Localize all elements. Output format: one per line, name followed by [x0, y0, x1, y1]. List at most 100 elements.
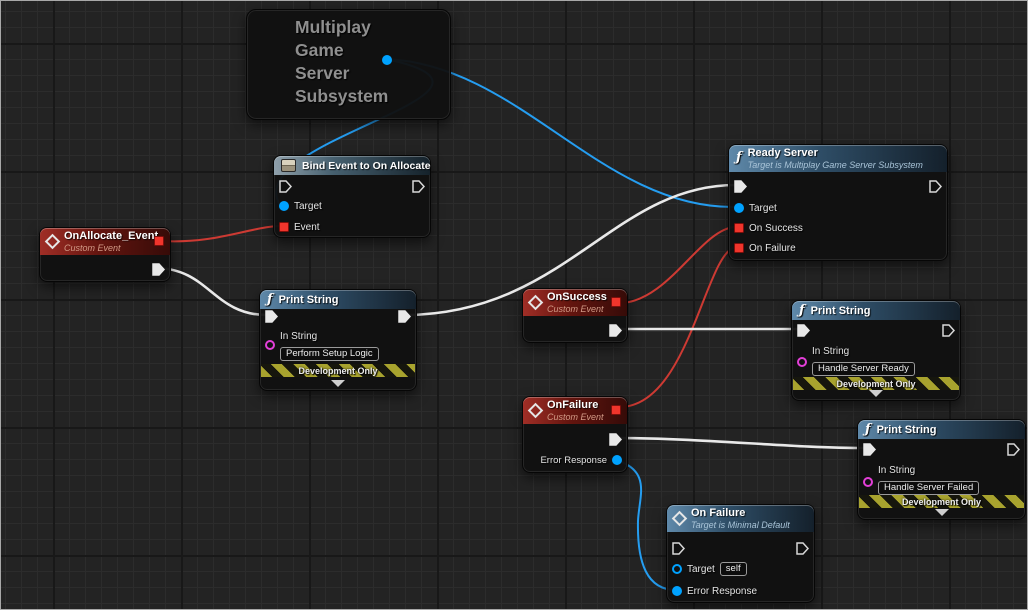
function-icon: ƒ [865, 421, 871, 437]
development-only-label: Development Only [836, 378, 916, 389]
node-subtitle: Custom Event [64, 242, 121, 253]
event-pin-label: Event [294, 221, 320, 233]
function-icon: ƒ [799, 302, 805, 318]
on-success-delegate-pin[interactable] [734, 223, 744, 233]
development-only-band: Development Only [793, 377, 959, 390]
subsystem-title-line: Server [295, 63, 350, 83]
target-pin-label: Target [749, 202, 777, 214]
development-only-label: Development Only [298, 365, 378, 376]
bind-event-icon [281, 159, 296, 172]
function-icon: ƒ [267, 291, 273, 307]
in-string-value-box[interactable]: Perform Setup Logic [280, 347, 379, 361]
node-subtitle: Custom Event [547, 411, 604, 422]
on-failure-callback-header: On Failure Target is Minimal Default [667, 505, 814, 532]
node-title: On Failure [691, 507, 746, 519]
target-pin-label: Target [294, 200, 322, 212]
error-response-label: Error Response [687, 585, 758, 597]
exec-out-pin[interactable] [609, 432, 622, 446]
in-string-pin[interactable] [265, 340, 275, 350]
onfailure-header: OnFailure Custom Event [523, 397, 627, 424]
exec-in-pin[interactable] [734, 179, 747, 193]
exec-out-pin[interactable] [609, 323, 622, 337]
print-string-header: ƒ Print String [260, 290, 416, 309]
exec-out-pin[interactable] [412, 179, 425, 193]
node-subtitle: Custom Event [547, 303, 604, 314]
target-pin[interactable] [672, 564, 682, 574]
node-print-string-1[interactable]: ƒ Print String In String Perform Setup L… [259, 289, 417, 391]
in-string-label: In String [878, 465, 916, 476]
target-pin[interactable] [734, 203, 744, 213]
node-title: OnFailure [547, 399, 599, 411]
expand-arrow-icon[interactable] [331, 380, 345, 387]
expand-arrow-icon[interactable] [934, 509, 949, 516]
delegate-out-pin[interactable] [154, 236, 164, 247]
error-response-pin[interactable] [672, 586, 682, 596]
wire-printstring1-exec-to-readyserver[interactable] [405, 183, 738, 317]
exec-out-pin[interactable] [398, 309, 411, 323]
wire-onallocate-exec-to-printstring1[interactable] [153, 266, 269, 317]
error-response-label: Error Response [540, 454, 607, 466]
ready-server-header: ƒ Ready Server Target is Multiplay Game … [729, 145, 947, 172]
development-only-band: Development Only [261, 364, 415, 377]
node-subtitle: Target is Minimal Default [691, 519, 790, 530]
node-print-string-3[interactable]: ƒ Print String In String Handle Server F… [857, 419, 1026, 520]
exec-out-pin[interactable] [942, 323, 955, 337]
onallocate-header: OnAllocate_Event Custom Event [40, 228, 170, 255]
exec-out-pin[interactable] [152, 262, 165, 276]
development-only-band: Development Only [859, 495, 1024, 508]
subsystem-title-line: Multiplay [295, 17, 371, 37]
node-print-string-2[interactable]: ƒ Print String In String Handle Server R… [791, 300, 961, 401]
in-string-pin[interactable] [863, 477, 873, 487]
subsystem-return-pin[interactable] [382, 55, 392, 65]
node-bind-event-to-on-allocate[interactable]: Bind Event to On Allocate Target Event [273, 155, 431, 238]
bind-event-header: Bind Event to On Allocate [274, 156, 431, 175]
exec-out-pin[interactable] [929, 179, 942, 193]
custom-event-icon [44, 233, 61, 250]
wire-onsuccess-delegate-to-readyserver[interactable] [620, 226, 736, 304]
in-string-label: In String [280, 331, 318, 342]
in-string-label: In String [812, 346, 850, 357]
exec-out-pin[interactable] [1007, 442, 1020, 456]
development-only-label: Development Only [901, 496, 982, 507]
node-multiplay-game-server-subsystem[interactable]: Multiplay Game Server Subsystem [246, 9, 451, 120]
in-string-pin[interactable] [797, 357, 807, 367]
target-pin[interactable] [279, 201, 289, 211]
event-delegate-pin[interactable] [279, 222, 289, 232]
node-onsuccess-event[interactable]: OnSuccess Custom Event [522, 288, 628, 343]
on-failure-delegate-pin[interactable] [734, 243, 744, 253]
in-string-value-box[interactable]: Handle Server Ready [812, 362, 915, 376]
print-string-header: ƒ Print String [858, 420, 1025, 439]
exec-in-pin[interactable] [863, 442, 876, 456]
event-diamond-icon [671, 510, 688, 527]
onsuccess-header: OnSuccess Custom Event [523, 289, 627, 316]
error-response-pin[interactable] [612, 455, 622, 465]
exec-in-pin[interactable] [797, 323, 810, 337]
on-success-label: On Success [749, 222, 803, 234]
node-title: Print String [876, 423, 937, 436]
target-pin-label: Target [687, 563, 715, 575]
in-string-value-box[interactable]: Handle Server Failed [878, 481, 980, 495]
exec-out-pin[interactable] [796, 541, 809, 555]
subsystem-title-line: Subsystem [295, 86, 389, 106]
exec-in-pin[interactable] [265, 309, 278, 323]
node-onallocate-event[interactable]: OnAllocate_Event Custom Event [39, 227, 171, 282]
node-on-failure-callback[interactable]: On Failure Target is Minimal Default Tar… [666, 504, 815, 603]
node-subtitle: Target is Multiplay Game Server Subsyste… [747, 159, 923, 170]
wire-onallocate-delegate-to-bindevent-event[interactable] [161, 225, 281, 243]
exec-in-pin[interactable] [672, 541, 685, 555]
on-failure-label: On Failure [749, 242, 796, 254]
subsystem-title-line: Game [295, 40, 344, 60]
expand-arrow-icon[interactable] [869, 390, 883, 397]
node-title: Bind Event to On Allocate [302, 159, 431, 172]
delegate-out-pin[interactable] [611, 405, 621, 416]
delegate-out-pin[interactable] [611, 297, 621, 308]
node-ready-server[interactable]: ƒ Ready Server Target is Multiplay Game … [728, 144, 948, 261]
wire-onfailure-exec-to-printstring3[interactable] [615, 436, 867, 450]
node-title: Print String [810, 304, 871, 317]
target-value-box[interactable]: self [719, 562, 747, 576]
node-title: OnSuccess [547, 291, 607, 303]
node-onfailure-event[interactable]: OnFailure Custom Event Error Response [522, 396, 628, 473]
exec-in-pin[interactable] [279, 179, 292, 193]
wire-onfailure-error-to-callback-error[interactable] [611, 458, 677, 591]
